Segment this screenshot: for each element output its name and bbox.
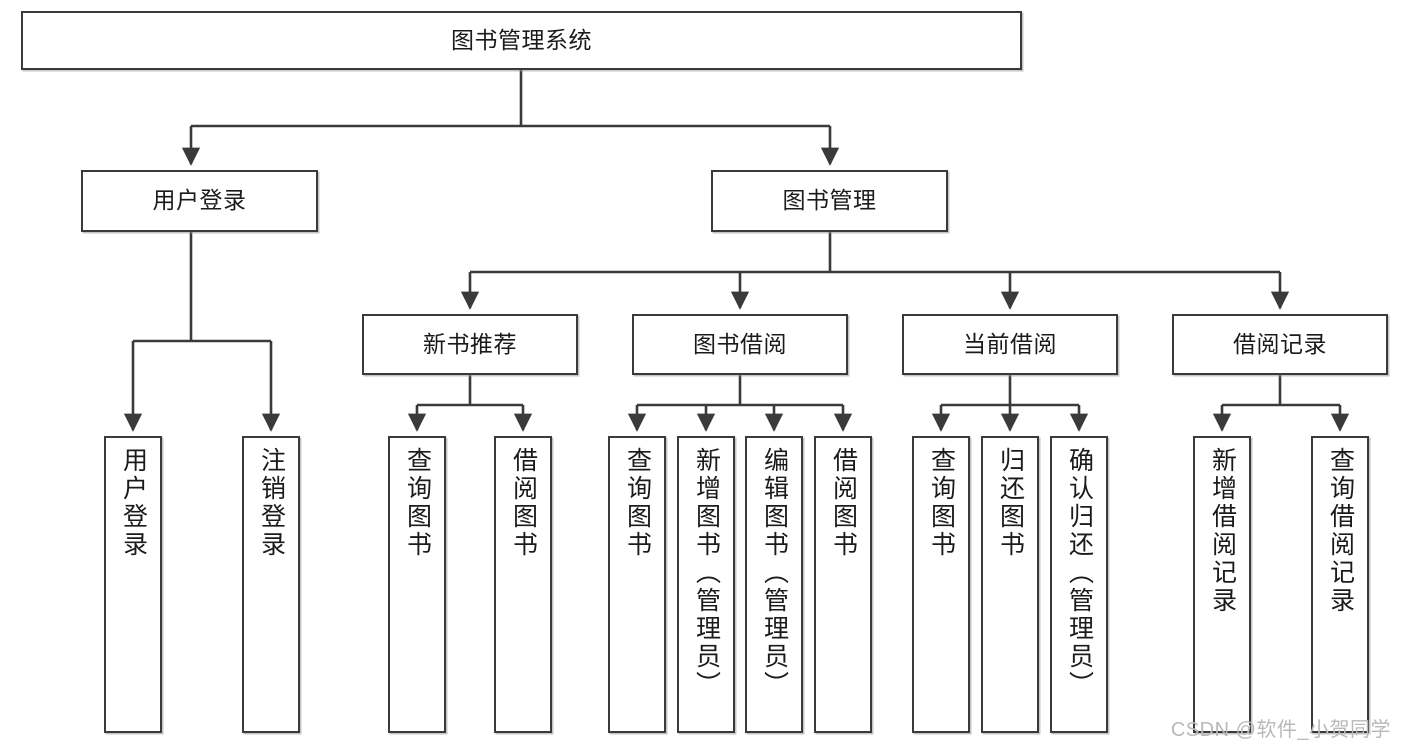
node-borrow-record[interactable]: 借阅记录 xyxy=(1172,314,1388,375)
node-root-book-management-system[interactable]: 图书管理系统 xyxy=(21,11,1022,70)
node-current-borrow[interactable]: 当前借阅 xyxy=(902,314,1118,375)
node-label: 编辑图书（管理员） xyxy=(760,447,789,699)
leaf-query-borrow-record[interactable]: 查询借阅记录 xyxy=(1311,436,1369,733)
node-label: 用户登录 xyxy=(119,447,148,559)
leaf-confirm-return[interactable]: 确认归还（管理员） xyxy=(1050,436,1108,733)
node-label: 归还图书 xyxy=(996,447,1025,559)
leaf-user-login[interactable]: 用户登录 xyxy=(104,436,162,733)
node-label: 借阅记录 xyxy=(1233,330,1327,357)
leaf-add-book[interactable]: 新增图书（管理员） xyxy=(677,436,735,733)
node-label: 新增借阅记录 xyxy=(1208,447,1237,615)
node-label: 查询图书 xyxy=(927,447,956,559)
leaf-user-logout[interactable]: 注销登录 xyxy=(242,436,300,733)
node-label: 查询借阅记录 xyxy=(1326,447,1355,615)
node-label: 图书管理系统 xyxy=(451,26,592,53)
node-book-borrow[interactable]: 图书借阅 xyxy=(632,314,848,375)
leaf-edit-book[interactable]: 编辑图书（管理员） xyxy=(745,436,803,733)
node-label: 借阅图书 xyxy=(829,447,858,559)
node-label: 图书管理 xyxy=(782,187,877,214)
leaf-return-book[interactable]: 归还图书 xyxy=(981,436,1039,733)
node-label: 新增图书（管理员） xyxy=(692,447,721,699)
leaf-query-book-recommend[interactable]: 查询图书 xyxy=(388,436,446,733)
node-label: 图书借阅 xyxy=(693,330,787,357)
leaf-query-book-borrow[interactable]: 查询图书 xyxy=(608,436,666,733)
leaf-query-book-current[interactable]: 查询图书 xyxy=(912,436,970,733)
node-label: 用户登录 xyxy=(152,187,247,214)
node-label: 确认归还（管理员） xyxy=(1065,447,1094,699)
node-label: 借阅图书 xyxy=(509,447,538,559)
leaf-add-borrow-record[interactable]: 新增借阅记录 xyxy=(1193,436,1251,733)
node-label: 查询图书 xyxy=(623,447,652,559)
node-label: 当前借阅 xyxy=(963,330,1057,357)
node-label: 新书推荐 xyxy=(423,330,517,357)
node-label: 查询图书 xyxy=(403,447,432,559)
leaf-borrow-book-recommend[interactable]: 借阅图书 xyxy=(494,436,552,733)
node-book-manage[interactable]: 图书管理 xyxy=(711,170,948,232)
watermark: CSDN @软件_小贺同学 xyxy=(1170,719,1391,741)
node-label: 注销登录 xyxy=(257,447,286,559)
leaf-borrow-book[interactable]: 借阅图书 xyxy=(814,436,872,733)
node-new-book-recommend[interactable]: 新书推荐 xyxy=(362,314,578,375)
node-user-login[interactable]: 用户登录 xyxy=(81,170,318,232)
